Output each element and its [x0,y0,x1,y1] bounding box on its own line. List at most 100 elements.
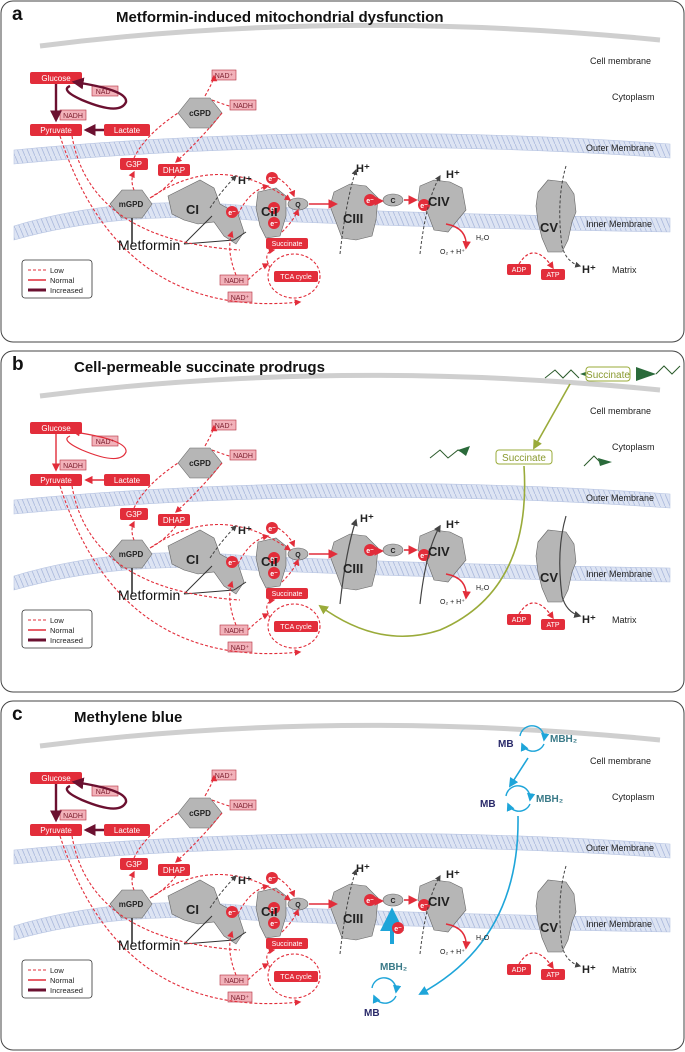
cv-label: CV [540,220,558,235]
nad-box: NAD⁺ [231,645,250,652]
dhap-box: DHAP [163,866,185,875]
cytoplasm-label: Cytoplasm [612,792,655,802]
legend-low: Low [50,966,64,975]
electron-badge: e⁻ [228,210,236,217]
cv-label: CV [540,920,558,935]
electron-badge: e⁻ [366,548,374,555]
civ-label: CIV [428,894,450,909]
q-label: Q [295,902,301,909]
cytoplasm-label: Cytoplasm [612,92,655,102]
electron-badge: e⁻ [270,221,278,228]
inner-membrane-label: Inner Membrane [586,219,652,229]
electron-badge: e⁻ [420,903,428,910]
ciii-label: CIII [343,561,363,576]
nad-box: NAD⁺ [215,773,234,780]
mbh2-label: MBH₂ [536,794,563,805]
legend-normal: Normal [50,626,75,635]
succinate-prodrug: Succinate [544,365,681,382]
electron-badge: e⁻ [270,206,278,213]
nadh-box: NADH [224,628,244,635]
nadh-box: NADH [233,103,253,110]
mb-redox-extracellular: MB MBH₂ [498,725,577,752]
nadh-box: NADH [224,978,244,985]
nadh-box: NADH [224,278,244,285]
electron-badge: e⁻ [228,560,236,567]
succinate-free: Succinate [495,449,553,465]
glucose-box: Glucose [41,424,71,433]
cii-label: CII [261,904,278,919]
c-label: C [390,898,395,905]
outer-membrane-label: Outer Membrane [586,143,654,153]
mgpd-label: mGPD [119,550,144,559]
civ-label: CIV [428,194,450,209]
ci-label: CI [186,202,199,217]
nadh-box: NADH [233,803,253,810]
mgpd-label: mGPD [119,900,144,909]
nadh-box: NADH [63,113,83,120]
panel-letter: a [12,4,23,25]
panel-letter: b [12,354,24,375]
electron-badge: e⁻ [420,203,428,210]
tca-box: TCA cycle [280,274,312,281]
panel-text-c: Cell membrane Cytoplasm Outer Membrane I… [40,756,654,1002]
proton-label: H⁺ [238,875,252,887]
succinate-prodrug-label: Succinate [586,370,630,381]
mbh2-label: MBH₂ [380,962,407,973]
nadh-box: NADH [233,453,253,460]
legend-low: Low [50,266,64,275]
electron-badge: e⁻ [268,176,276,183]
metformin-label: Metformin [118,587,180,603]
mb-redox-cytoplasm: MB MBH₂ [480,785,563,812]
nad-box: NAD⁺ [231,995,250,1002]
nad-box: NAD⁺ [215,423,234,430]
panel-text-a: Cell membrane Cytoplasm Outer Membrane I… [40,56,654,302]
lactate-box: Lactate [114,126,141,135]
c-label: C [390,198,395,205]
mb-redox-matrix: MB MBH₂ [364,962,407,1019]
pyruvate-box: Pyruvate [40,476,72,485]
cell-membrane-label: Cell membrane [590,56,651,66]
nadh-box: NADH [63,463,83,470]
proton-label: H⁺ [238,175,252,187]
cgpd-label: cGPD [189,459,211,468]
panel-title: Metformin-induced mitochondrial dysfunct… [116,9,444,26]
panel-b: Succinate Succinate b Cell-permeable suc… [0,350,685,693]
legend-normal: Normal [50,276,75,285]
ciii-label: CIII [343,911,363,926]
lactate-box: Lactate [114,476,141,485]
civ-label: CIV [428,544,450,559]
cgpd-label: cGPD [189,809,211,818]
glucose-box: Glucose [41,74,71,83]
proton-label: H⁺ [238,525,252,537]
nadh-box: NADH [63,813,83,820]
electron-badge: e⁻ [270,556,278,563]
panel-a: a Metformin-induced mitochondrial dysfun… [0,0,685,343]
ci-label: CI [186,902,199,917]
matrix-label: Matrix [612,615,637,625]
panel-c-labels: c Methylene blue [12,704,182,726]
matrix-label: Matrix [612,965,637,975]
cell-membrane-label: Cell membrane [590,756,651,766]
tca-box: TCA cycle [280,974,312,981]
atp-box: ATP [546,272,559,279]
cv-label: CV [540,570,558,585]
proton-label: H⁺ [582,264,596,276]
nad-box: NAD⁺ [96,439,115,446]
cytoplasm-label: Cytoplasm [612,442,655,452]
g3p-box: G3P [126,510,142,519]
inner-membrane-label: Inner Membrane [586,919,652,929]
pyruvate-box: Pyruvate [40,126,72,135]
electron-badge: e⁻ [270,571,278,578]
panel-title: Methylene blue [74,709,182,726]
electron-badge: e⁻ [270,921,278,928]
dhap-box: DHAP [163,166,185,175]
outer-membrane-label: Outer Membrane [586,843,654,853]
g3p-box: G3P [126,860,142,869]
proton-label: H⁺ [582,614,596,626]
lactate-box: Lactate [114,826,141,835]
h2o-label: H₂O [476,585,490,592]
cgpd-label: cGPD [189,109,211,118]
electron-badge: e⁻ [268,876,276,883]
adp-box: ADP [512,617,527,624]
ciii-label: CIII [343,211,363,226]
